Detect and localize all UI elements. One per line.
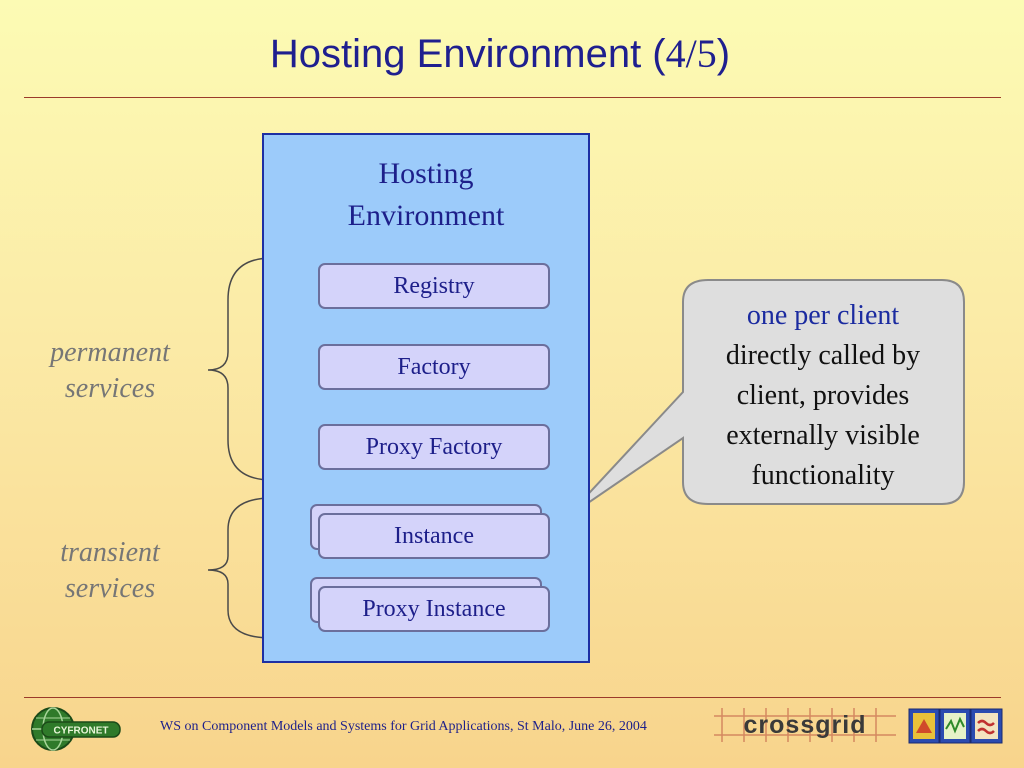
slide-title-fraction: 4/5 — [665, 31, 717, 76]
cyfronet-logo-text: CYFRONET — [54, 726, 109, 737]
instance-service: Instance — [318, 513, 550, 559]
transient-label-line2: services — [64, 573, 156, 604]
permanent-label-line1: permanent — [50, 337, 170, 368]
permanent-label-line2: services — [64, 373, 156, 404]
factory-service: Factory — [318, 344, 550, 390]
transient-services-label: transient services — [30, 535, 190, 607]
crossgrid-logo: crossgrid — [714, 708, 896, 742]
callout-text: one per client directly called by client… — [683, 296, 963, 496]
permanent-services-label: permanent services — [30, 335, 190, 407]
environment-title: Hosting Environment — [264, 153, 588, 237]
transient-label-line1: transient — [60, 537, 160, 568]
slide-title-main: Hosting Environment ( — [269, 32, 666, 76]
callout-line1: directly called by — [725, 340, 921, 371]
environment-title-line2: Environment — [347, 199, 505, 232]
callout-line3: externally visible — [726, 420, 920, 451]
callout-highlight: one per client — [746, 300, 900, 331]
slide-title: Hosting Environment (4/5) — [0, 30, 1000, 77]
proxy-instance-service: Proxy Instance — [318, 586, 550, 632]
callout-line4: functionality — [751, 460, 895, 491]
title-divider — [24, 97, 1001, 98]
callout-bubble — [565, 279, 965, 519]
callout-line2: client, provides — [736, 380, 910, 411]
footer-text: WS on Component Models and Systems for G… — [160, 719, 647, 734]
footer-divider — [24, 697, 1001, 698]
proxy-factory-service: Proxy Factory — [318, 424, 550, 470]
partner-logo-tiles — [908, 708, 1003, 744]
hosting-environment-box: Hosting Environment — [262, 133, 590, 663]
cyfronet-logo: CYFRONET — [31, 707, 121, 751]
environment-title-line1: Hosting — [378, 157, 474, 190]
registry-service: Registry — [318, 263, 550, 309]
transient-brace — [207, 497, 273, 639]
slide-title-close: ) — [716, 32, 731, 76]
crossgrid-logo-text: crossgrid — [744, 711, 867, 739]
permanent-brace — [207, 257, 273, 481]
